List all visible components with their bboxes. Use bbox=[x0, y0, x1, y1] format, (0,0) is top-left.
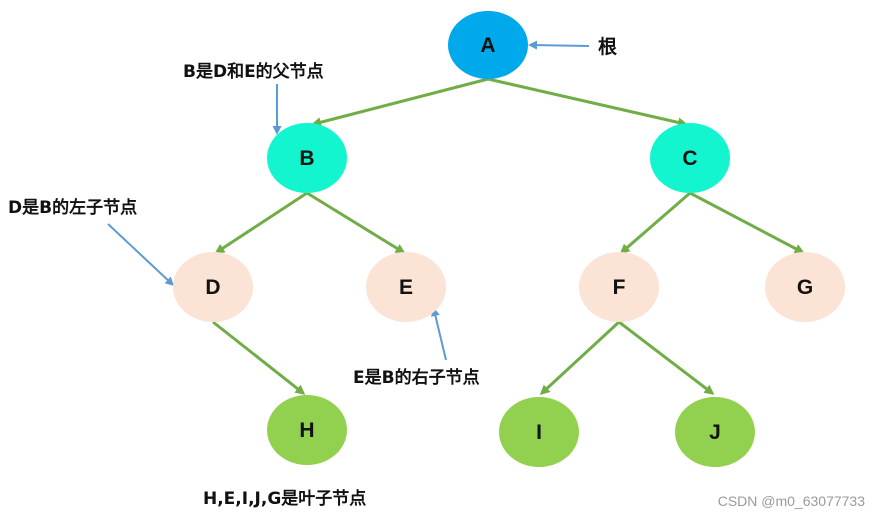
node-d: D bbox=[173, 252, 253, 322]
node-i: I bbox=[499, 397, 579, 467]
edge-d-h bbox=[212, 320, 306, 395]
node-e-label: E bbox=[399, 276, 413, 299]
edge-a-c bbox=[487, 77, 688, 128]
node-a-label: A bbox=[480, 34, 495, 57]
node-g-label: G bbox=[797, 276, 813, 299]
node-f-shape bbox=[579, 252, 659, 322]
edge-c-f bbox=[619, 191, 691, 254]
node-c-shape bbox=[650, 123, 730, 193]
node-b-shape bbox=[267, 123, 347, 193]
annotation-parent: B是D和E的父节点 bbox=[183, 61, 324, 82]
annotation-root: 根 bbox=[598, 35, 617, 58]
pointer-right-child bbox=[431, 307, 447, 361]
pointer-root bbox=[528, 40, 590, 50]
node-i-shape bbox=[499, 397, 579, 467]
node-c: C bbox=[650, 123, 730, 193]
tree-edges bbox=[212, 77, 805, 396]
edge-c-g bbox=[689, 191, 805, 254]
node-j: J bbox=[675, 397, 755, 467]
node-j-label: J bbox=[709, 421, 721, 444]
node-g: G bbox=[765, 252, 845, 322]
node-a: A bbox=[448, 11, 528, 79]
node-a-shape bbox=[448, 11, 528, 79]
annotation-leaves: H,E,I,J,G是叶子节点 bbox=[203, 488, 366, 509]
watermark: CSDN @m0_63077733 bbox=[718, 493, 866, 509]
node-i-label: I bbox=[536, 421, 542, 444]
edge-a-b bbox=[311, 77, 489, 128]
node-g-shape bbox=[765, 252, 845, 322]
node-h: H bbox=[267, 395, 347, 465]
node-h-label: H bbox=[299, 419, 314, 442]
node-d-shape bbox=[173, 252, 253, 322]
node-e-shape bbox=[366, 252, 446, 322]
node-h-shape bbox=[267, 395, 347, 465]
pointer-left-child bbox=[107, 223, 175, 287]
annotation-left-child: D是B的左子节点 bbox=[8, 197, 137, 218]
pointer-arrows bbox=[107, 40, 590, 361]
node-j-shape bbox=[675, 397, 755, 467]
edge-f-j bbox=[618, 320, 715, 395]
node-f-label: F bbox=[613, 276, 626, 299]
node-e: E bbox=[366, 252, 446, 322]
node-f: F bbox=[579, 252, 659, 322]
edge-b-d bbox=[214, 191, 308, 254]
node-d-label: D bbox=[205, 276, 220, 299]
node-c-label: C bbox=[682, 147, 697, 170]
node-b: B bbox=[267, 123, 347, 193]
edge-f-i bbox=[539, 320, 621, 396]
node-b-label: B bbox=[299, 147, 314, 170]
edge-b-e bbox=[306, 191, 406, 254]
annotation-right-child: E是B的右子节点 bbox=[353, 367, 480, 388]
